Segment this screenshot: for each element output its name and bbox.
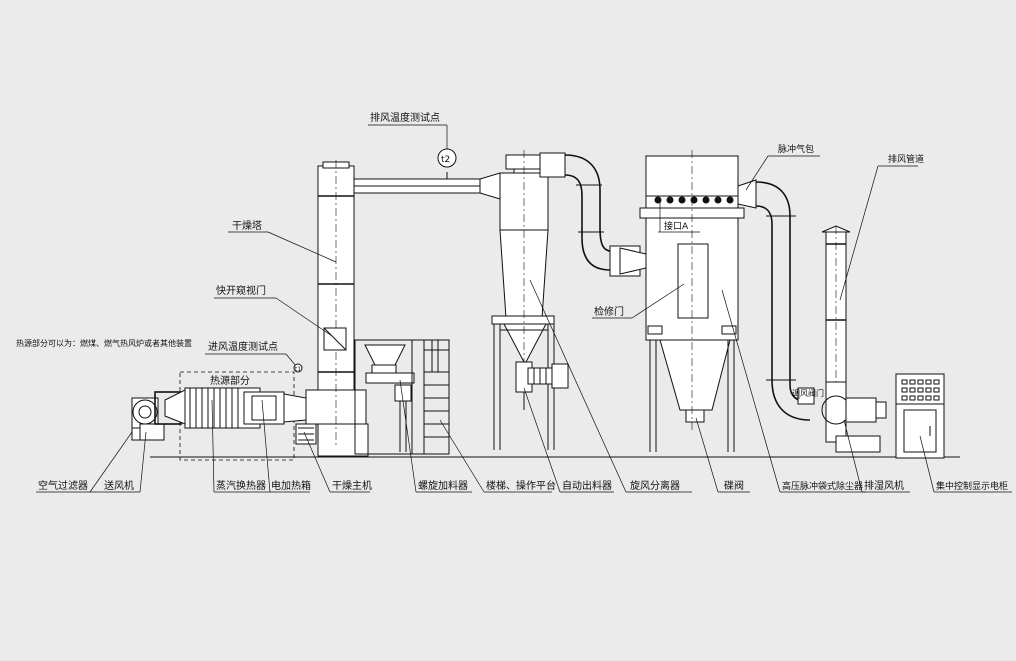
stairs-platform — [354, 339, 450, 455]
label-drying-tower: 干燥塔 — [232, 219, 262, 232]
filter-to-fan-duct — [737, 179, 815, 421]
label-stairs-platform: 楼梯、操作平台 — [486, 479, 556, 492]
t1-gauge — [293, 363, 303, 373]
label-access-door: 检修门 — [594, 305, 624, 318]
label-bag-filter: 高压脉冲袋式除尘器 — [782, 480, 863, 492]
label-exhaust-duct: 排风管道 — [888, 153, 924, 165]
label-electric-heater: 电加热箱 — [271, 479, 311, 492]
label-exhaust-temp: 排风温度测试点 — [370, 111, 440, 124]
label-damper: 调风阀门 — [792, 388, 824, 398]
main-dryer — [295, 389, 369, 457]
bag-filter — [639, 150, 745, 452]
drying-tower — [317, 160, 355, 445]
auto-discharge — [515, 361, 569, 410]
screw-feeder — [364, 344, 415, 452]
label-heat-source-note: 热源部分可以为：燃煤、燃气热风炉或者其他装置 — [16, 338, 192, 348]
access-door — [677, 243, 709, 319]
label-blower: 送风机 — [104, 479, 134, 492]
label-butterfly-valve: 碟阀 — [724, 479, 744, 492]
exhaust-fan — [821, 381, 887, 453]
label-exhaust-fan: 排湿风机 — [864, 479, 904, 492]
label-heat-source: 热源部分 — [210, 374, 250, 387]
electric-heater-box — [243, 391, 307, 425]
cyclone-to-filter-duct — [539, 152, 647, 277]
label-quick-window: 快开窥视门 — [216, 284, 266, 297]
control-cabinet — [895, 373, 945, 459]
label-air-filter: 空气过滤器 — [38, 479, 88, 492]
damper-valve — [797, 387, 815, 405]
label-main-dryer: 干燥主机 — [332, 479, 372, 492]
label-inlet-temp: 进风温度测试点 — [208, 340, 278, 353]
label-interface-a: 接口A — [664, 220, 689, 232]
leader-lines — [36, 124, 1012, 493]
label-t1: t1 — [295, 366, 301, 373]
label-auto-discharge: 自动出料器 — [562, 479, 612, 492]
label-control-cabinet: 集中控制显示电柜 — [936, 480, 1008, 492]
exhaust-stack — [821, 225, 851, 430]
heat-source-section — [131, 371, 307, 461]
labels: 排风温度测试点 t2 t1 干燥塔 快开窥视门 热源部分可以为：燃煤、燃气热风炉… — [16, 111, 1008, 492]
label-t2: t2 — [441, 155, 450, 165]
label-cyclone: 旋风分离器 — [630, 479, 680, 492]
butterfly-valve — [685, 409, 705, 423]
cabinet-indicators — [901, 379, 940, 401]
label-steam-hx: 蒸汽换热器 — [216, 479, 266, 492]
label-screw-feeder: 螺旋加料器 — [418, 479, 468, 492]
top-duct — [353, 148, 501, 200]
cyclone-separator — [491, 150, 555, 450]
label-pulse-bag: 脉冲气包 — [778, 143, 814, 155]
